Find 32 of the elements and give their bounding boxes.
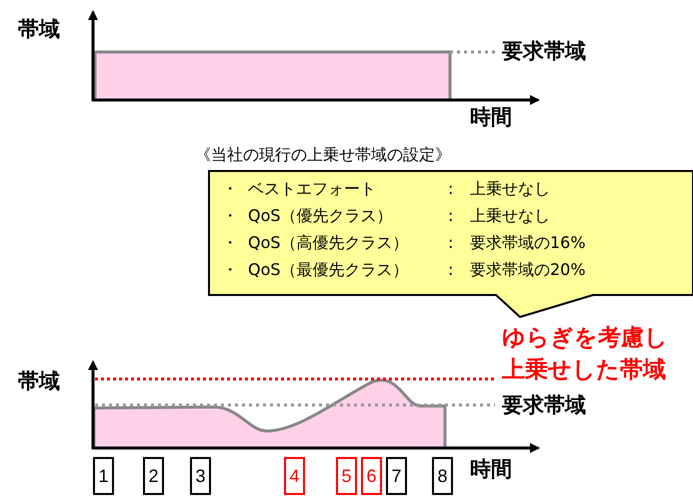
- separator-mark: :: [448, 259, 454, 281]
- line-label: 要求帯域: [502, 40, 586, 64]
- axis-title: 時間: [470, 106, 512, 130]
- separator-mark: :: [448, 205, 454, 227]
- class-name: QoS（最優先クラス）: [248, 259, 410, 281]
- axis-title: 時間: [470, 458, 512, 482]
- separator-mark: :: [448, 232, 454, 254]
- bullet-mark: ・: [222, 205, 239, 227]
- class-name: QoS（高優先クラス）: [248, 232, 410, 254]
- class-name: ベストエフォート: [248, 178, 377, 200]
- bullet-mark: ・: [222, 232, 239, 254]
- time-point-marker: 6: [361, 457, 382, 495]
- annotation-text: ゆらぎを考慮し上乗せした帯域: [502, 324, 669, 385]
- setting-value: 要求帯域の20%: [470, 259, 586, 281]
- axis-title: 帯域: [18, 370, 60, 394]
- setting-value: 上乗せなし: [470, 205, 551, 227]
- time-point-marker: 8: [432, 457, 453, 495]
- time-point-marker: 5: [336, 457, 357, 495]
- separator-mark: :: [448, 178, 454, 200]
- bullet-mark: ・: [222, 178, 239, 200]
- time-point-marker: 4: [284, 457, 305, 495]
- class-name: QoS（優先クラス）: [248, 205, 394, 227]
- axis-title: 帯域: [18, 18, 60, 42]
- time-point-marker: 1: [93, 457, 114, 495]
- setting-value: 要求帯域の16%: [470, 232, 586, 254]
- time-point-marker: 2: [143, 457, 164, 495]
- bullet-mark: ・: [222, 259, 239, 281]
- time-point-marker: 7: [386, 457, 407, 495]
- time-point-marker: 3: [190, 457, 211, 495]
- caption-text: 《当社の現行の上乗せ帯域の設定》: [195, 146, 451, 164]
- setting-value: 上乗せなし: [470, 178, 551, 200]
- line-label: 要求帯域: [502, 394, 586, 418]
